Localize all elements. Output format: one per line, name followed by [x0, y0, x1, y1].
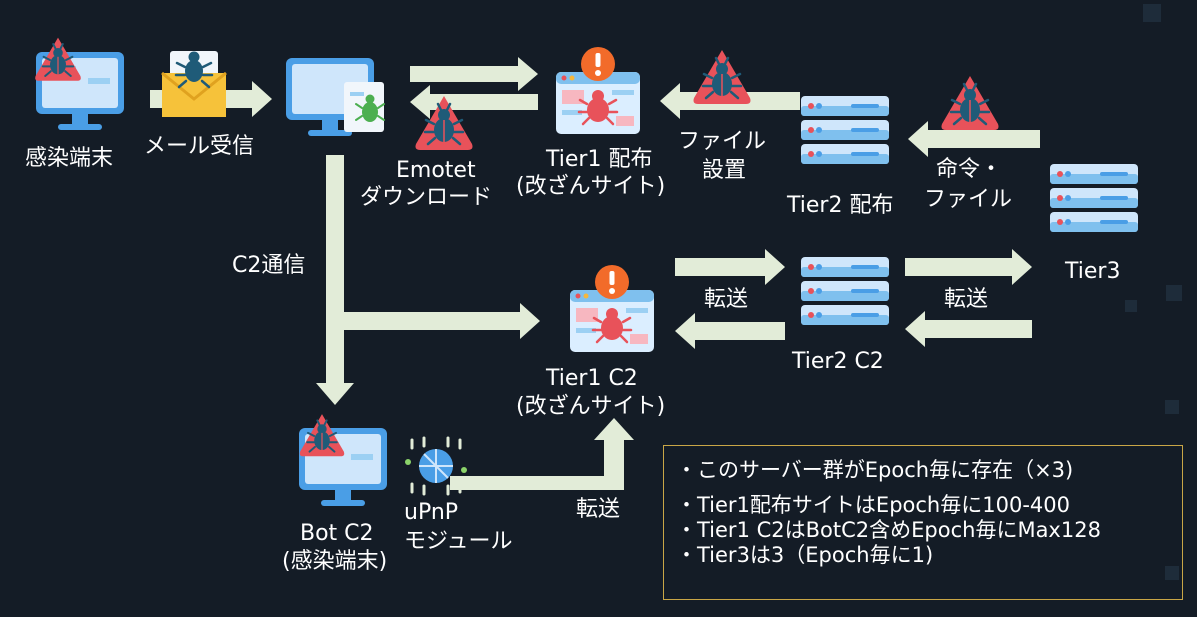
upnp-chip-icon — [405, 436, 467, 496]
label-mail-received: メール受信 — [144, 134, 255, 159]
label-tier3: Tier3 — [1065, 259, 1121, 284]
label-file-placement-sub: 設置 — [702, 158, 747, 183]
label-tier1-c2-sub: (改ざんサイト) — [516, 394, 666, 419]
label-transfer-1: 転送 — [704, 287, 749, 312]
note-line: ・このサーバー群がEpoch毎に存在（×3) — [676, 458, 1074, 482]
label-tier1-dist-sub: (改ざんサイト) — [516, 174, 666, 199]
server-stack-icon — [1050, 164, 1138, 232]
decor-square — [1143, 4, 1161, 22]
arrow-right — [905, 249, 1032, 285]
label-command-file: ファイル — [924, 187, 1013, 212]
note-line: ・Tier3は3（Epoch毎に1) — [676, 543, 934, 567]
label-bot-c2-sub: (感染端末) — [282, 549, 388, 574]
label-transfer-3: 転送 — [576, 497, 621, 522]
label-bot-c2: Bot C2 — [300, 521, 374, 546]
compromised-site-icon — [568, 263, 656, 354]
arrow-left — [905, 311, 1032, 347]
label-transfer-2: 転送 — [944, 287, 989, 312]
label-command: 命令・ — [936, 157, 1003, 182]
note-line: ・Tier1 C2はBotC2含めEpoch毎にMax128 — [676, 518, 1101, 542]
bug-warning-icon — [692, 48, 752, 106]
arrow-left — [410, 85, 538, 119]
arrow-right — [675, 249, 785, 285]
arrows — [150, 57, 1040, 490]
arrow-left — [675, 313, 785, 349]
label-tier2-c2: Tier2 C2 — [792, 349, 884, 374]
server-stack-icon — [801, 257, 889, 325]
label-c2-comm: C2通信 — [232, 253, 306, 278]
arrow-right — [410, 57, 538, 91]
decor-square — [1165, 400, 1179, 414]
label-emotet: Emotet — [396, 158, 476, 183]
label-infected-pc: 感染端末 — [25, 146, 114, 171]
arrow-left — [908, 121, 1040, 157]
label-file-placement: ファイル — [678, 129, 767, 154]
note-box: ・このサーバー群がEpoch毎に存在（×3) ・Tier1配布サイトはEpoch… — [663, 445, 1183, 600]
decor-square — [1166, 285, 1182, 301]
arrow-right — [344, 303, 540, 339]
arrow-up — [450, 418, 634, 490]
document-monitor-icon — [286, 58, 385, 136]
compromised-site-icon — [554, 45, 642, 136]
label-tier1-dist: Tier1 配布 — [546, 147, 653, 172]
arrow-down — [316, 383, 354, 405]
decor-square — [1165, 566, 1179, 580]
label-upnp: uPnP — [404, 500, 459, 525]
decor-square — [1125, 300, 1137, 312]
note-line: ・Tier1配布サイトはEpoch毎に100-400 — [676, 493, 1070, 517]
server-stack-icon — [801, 96, 889, 164]
c2-line — [326, 155, 344, 385]
label-upnp-module: モジュール — [404, 529, 513, 554]
label-download: ダウンロード — [360, 185, 493, 210]
bug-warning-icon — [940, 74, 1000, 132]
label-tier2-dist: Tier2 配布 — [787, 193, 894, 218]
bug-mail-icon — [161, 51, 227, 117]
label-tier1-c2: Tier1 C2 — [546, 366, 638, 391]
